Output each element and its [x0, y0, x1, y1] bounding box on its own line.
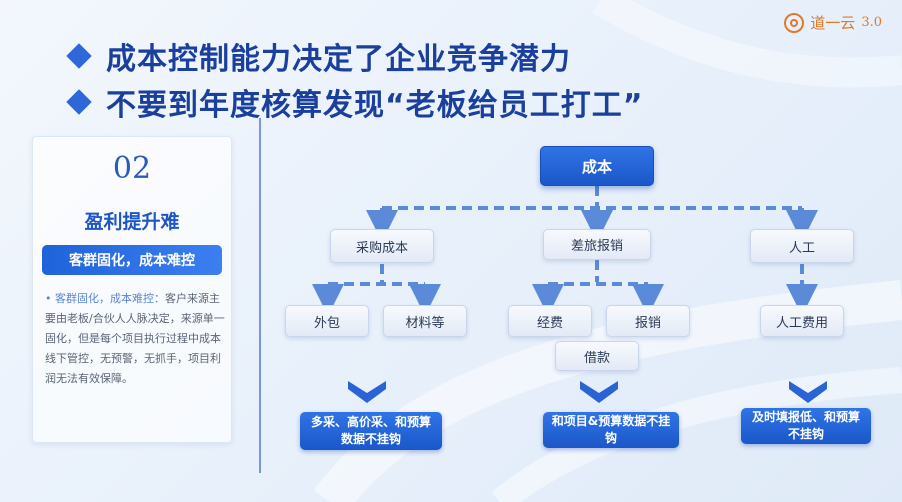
node-outsourcing: 外包 [285, 305, 369, 337]
node-labor: 人工 [750, 229, 854, 263]
node-materials: 材料等 [383, 305, 467, 337]
result-labor: 及时填报低、和预算不挂钩 [741, 408, 871, 444]
node-purchase-cost: 采购成本 [330, 229, 434, 263]
result-travel: 和项目&预算数据不挂钩 [543, 412, 679, 448]
node-labor-cost: 人工费用 [760, 305, 844, 337]
node-loan: 借款 [555, 341, 639, 371]
card-desc-body: 客户来源主要由老板/合伙人人脉决定，来源单一固化，但是每个项目执行过程中成本线下… [45, 292, 225, 385]
logo-name: 道一云 [810, 14, 856, 32]
result-purchase: 多采、高价采、和预算数据不挂钩 [300, 412, 442, 450]
chevron-down-icon [580, 381, 618, 403]
logo-rings-icon [784, 12, 805, 33]
node-funds: 经费 [508, 305, 592, 337]
brand-logo: 道一云 3.0 [784, 12, 882, 33]
card-desc-highlight: • 客群固化，成本难控： [45, 292, 165, 305]
chevron-down-icon [348, 381, 386, 403]
node-reimbursement: 报销 [606, 305, 690, 337]
card-description: • 客群固化，成本难控：客户来源主要由老板/合伙人人脉决定，来源单一固化，但是每… [45, 289, 225, 389]
card-title: 盈利提升难 [84, 211, 180, 233]
node-travel-expense: 差旅报销 [543, 229, 651, 260]
chevron-down-icon [789, 381, 827, 403]
node-root-cost: 成本 [540, 146, 654, 186]
headline-1: 成本控制能力决定了企业竞争潜力 [66, 34, 571, 78]
headline-2-text: 不要到年度核算发现“老板给员工打工” [106, 88, 644, 123]
headline-2: 不要到年度核算发现“老板给员工打工” [66, 80, 644, 124]
logo-version: 3.0 [861, 15, 882, 30]
card-number: 02 [112, 151, 152, 186]
info-card: 02 盈利提升难 客群固化，成本难控 • 客群固化，成本难控：客户来源主要由老板… [32, 136, 232, 443]
card-badge: 客群固化，成本难控 [42, 245, 222, 275]
vertical-divider [259, 118, 261, 473]
headline-1-text: 成本控制能力决定了企业竞争潜力 [106, 42, 571, 77]
